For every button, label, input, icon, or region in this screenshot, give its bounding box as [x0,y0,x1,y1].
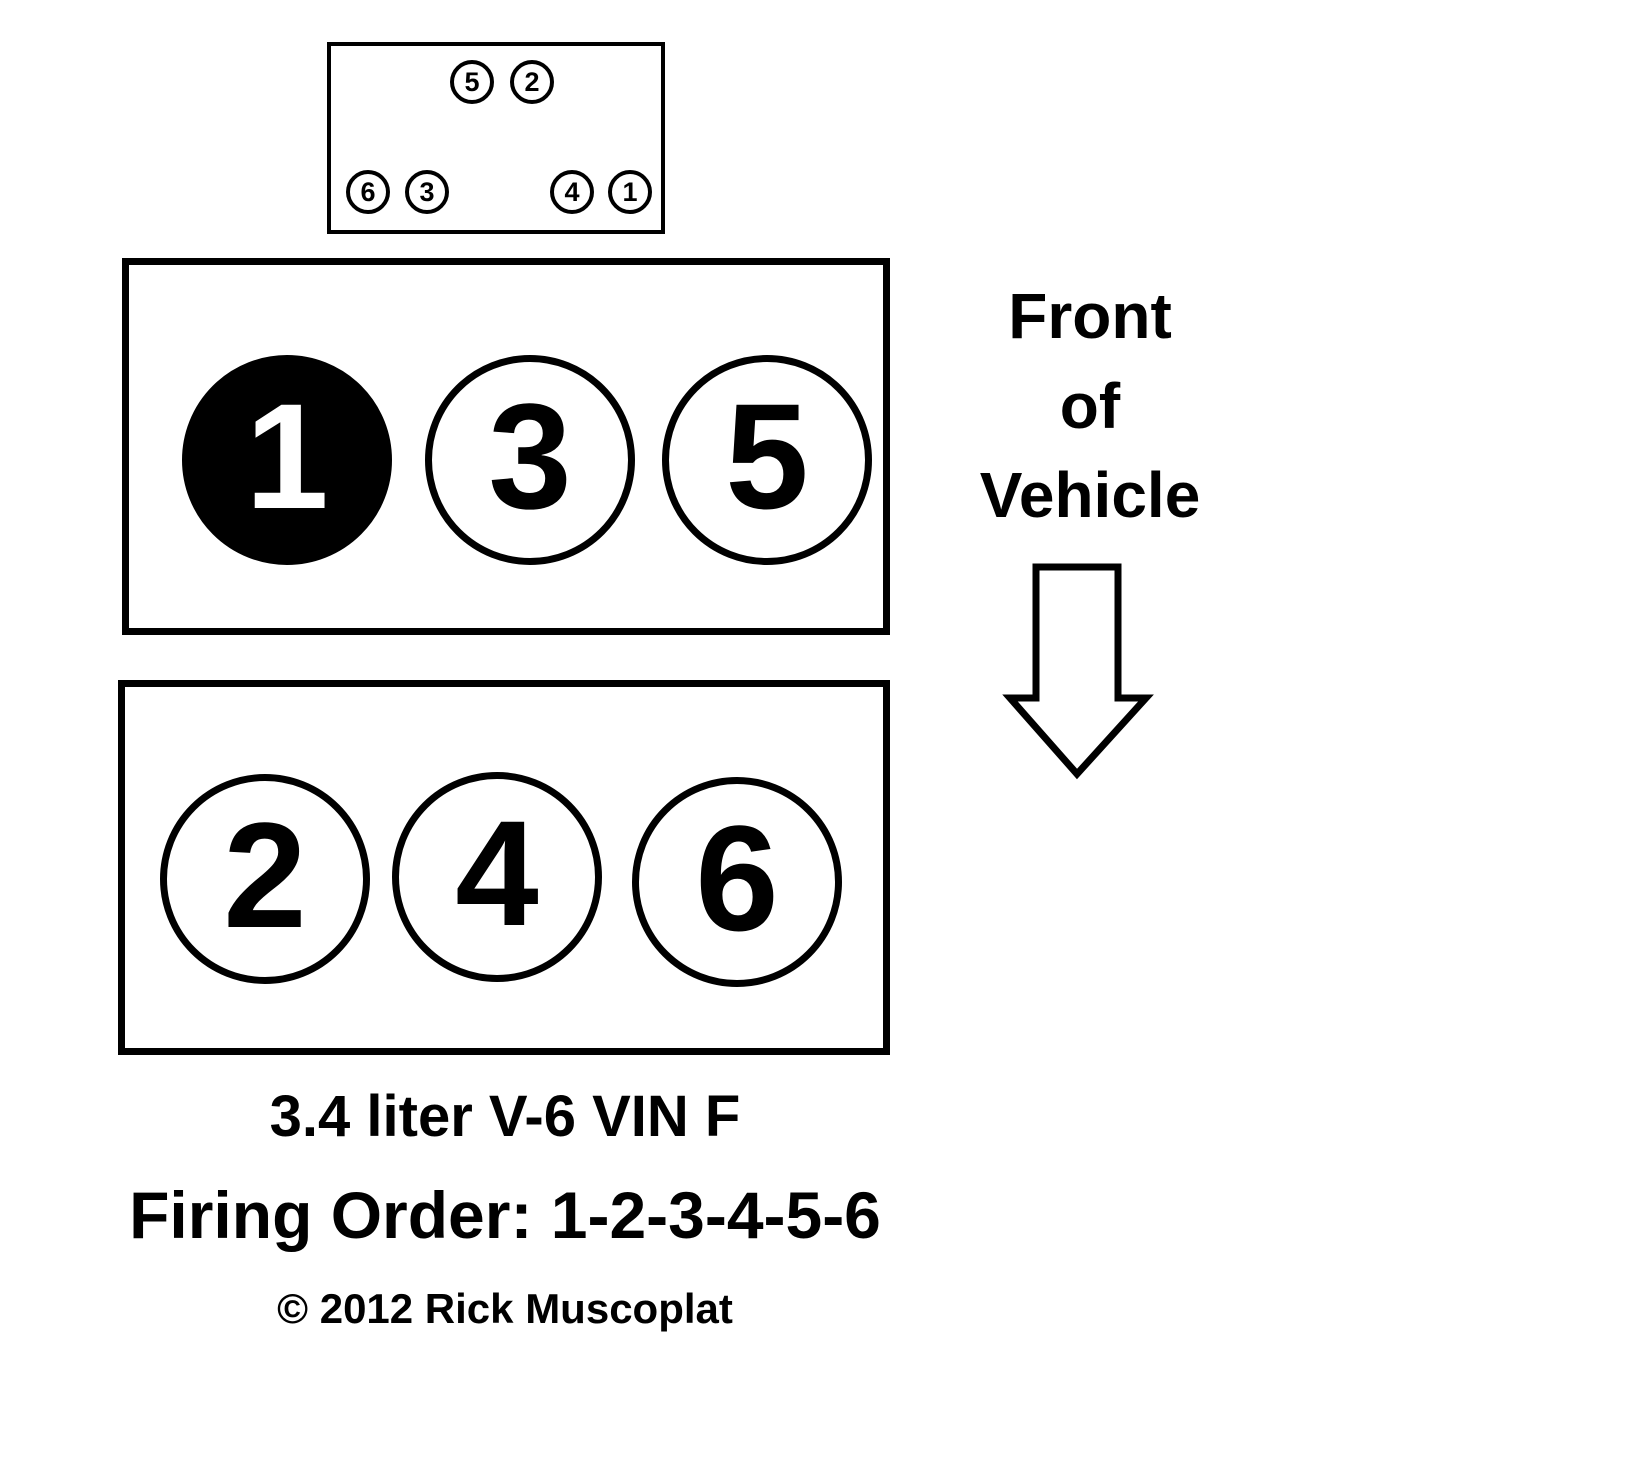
engine-title: 3.4 liter V-6 VIN F [269,1084,741,1149]
cylinder-bank-rear: 1 3 5 [122,258,890,635]
coil-terminal-label: 2 [524,66,540,97]
front-label-line1: Front [1008,280,1172,352]
cylinder-1-circle: 1 [182,355,392,565]
coil-terminal-label: 4 [564,176,580,207]
cylinder-number: 3 [488,372,572,540]
down-arrow-icon [1002,563,1154,780]
coil-terminal-4: 4 [550,170,594,214]
coil-terminal-1: 1 [608,170,652,214]
cylinder-number: 4 [455,789,539,957]
coil-terminal-label: 1 [622,176,638,207]
coil-terminal-6: 6 [346,170,390,214]
firing-order-text: Firing Order: 1-2-3-4-5-6 [129,1177,881,1252]
coil-terminal-label: 3 [419,176,435,207]
coil-terminal-label: 5 [464,66,480,97]
coil-terminal-3: 3 [405,170,449,214]
coil-terminal-label: 6 [360,176,376,207]
caption-block: 3.4 liter V-6 VIN F Firing Order: 1-2-3-… [0,1085,1010,1333]
cylinder-5-circle: 5 [662,355,872,565]
front-label-line3: Vehicle [979,459,1201,532]
cylinder-number: 6 [695,794,779,962]
cylinder-bank-front: 2 4 6 [118,680,890,1055]
coil-pack-box: 5 2 6 3 4 1 [327,42,665,234]
cylinder-2-circle: 2 [160,774,370,984]
cylinder-4-circle: 4 [392,772,602,982]
front-of-vehicle-label: Front of Vehicle [930,272,1250,541]
coil-terminal-5: 5 [450,60,494,104]
coil-terminal-2: 2 [510,60,554,104]
cylinder-number: 2 [223,791,307,959]
copyright-text: © 2012 Rick Muscoplat [277,1285,733,1333]
cylinder-6-circle: 6 [632,777,842,987]
cylinder-number: 5 [725,372,809,540]
front-label-line2: of [1059,369,1121,442]
cylinder-3-circle: 3 [425,355,635,565]
cylinder-number: 1 [245,372,329,540]
